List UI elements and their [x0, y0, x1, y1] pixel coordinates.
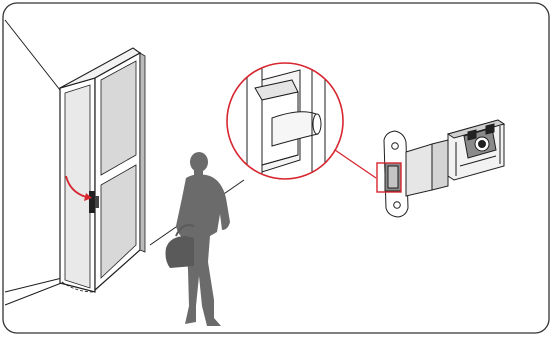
latch-magnifier-icon [226, 62, 377, 180]
person-silhouette-icon [165, 152, 230, 326]
door-icon [59, 47, 146, 293]
latch-assembly-icon [376, 119, 506, 218]
door-latch-spot [89, 191, 95, 213]
rotate-arrow-icon [65, 175, 92, 201]
